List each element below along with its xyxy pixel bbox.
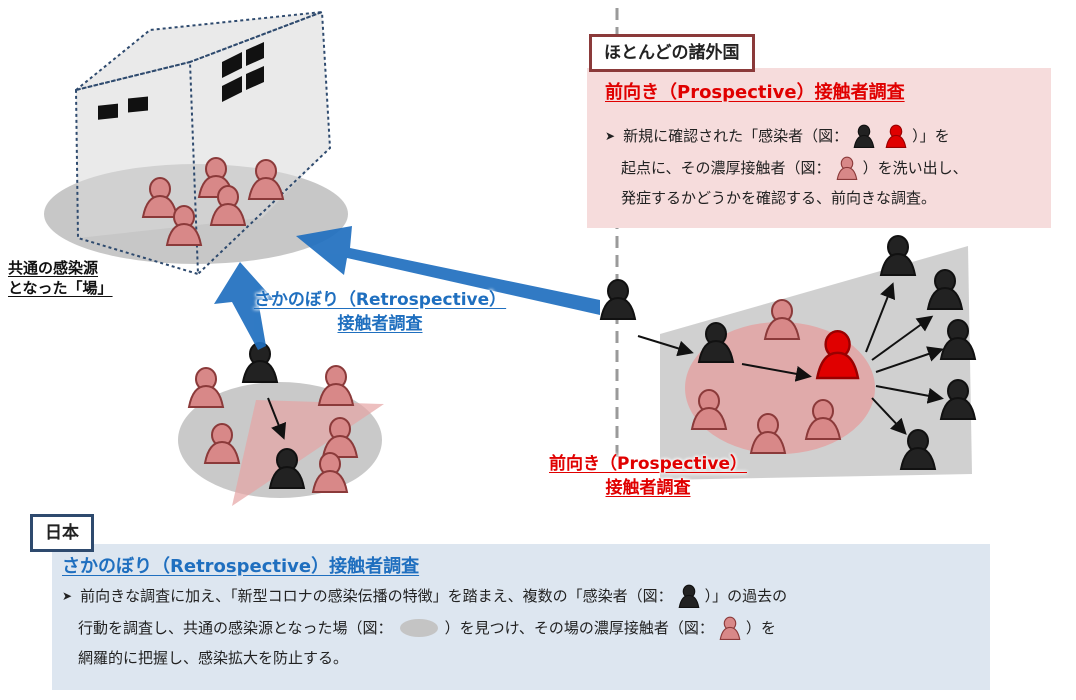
prospective-title: 前向き（Prospective）接触者調査 bbox=[605, 82, 905, 103]
japan-desc-text: 行動を調査し、共通の感染源となった場（図： bbox=[78, 619, 393, 637]
japan-desc-text: ）を bbox=[745, 619, 776, 637]
foreign-countries-tag: ほとんどの諸外国 bbox=[589, 34, 755, 72]
japan-desc-line3: 網羅的に把握し、感染拡大を防止する。 bbox=[78, 648, 348, 668]
foreign-desc-text: 発症するかどうかを確認する、前向きな調査。 bbox=[621, 189, 937, 207]
source-label-line1: 共通の感染源 bbox=[8, 259, 99, 277]
foreign-desc-text: ）を洗い出し、 bbox=[862, 159, 968, 177]
foreign-countries-panel: 前向き（Prospective）接触者調査 ➤ 新規に確認された「感染者（図： … bbox=[587, 68, 1051, 228]
retrospective-label-line2: 接触者調査 bbox=[337, 314, 423, 334]
bullet-arrow-icon: ➤ bbox=[62, 589, 73, 603]
person-black-icon bbox=[853, 124, 875, 148]
japan-desc-text: 前向きな調査に加え、「新型コロナの感染伝播の特徴」を踏まえ、複数の「感染者（図： bbox=[80, 587, 673, 605]
foreign-desc-text: 新規に確認された「感染者（図： bbox=[623, 127, 849, 145]
japan-desc-line2: 行動を調査し、共通の感染源となった場（図： ）を見つけ、その場の濃厚接触者（図：… bbox=[78, 616, 776, 640]
japan-desc-text: 網羅的に把握し、感染拡大を防止する。 bbox=[78, 649, 349, 667]
source-label: 共通の感染源 となった「場」 bbox=[8, 258, 144, 298]
retrospective-label: さかのぼり（Retrospective） 接触者調査 bbox=[210, 288, 550, 336]
foreign-desc-text: ）」を bbox=[912, 127, 950, 145]
bullet-arrow-icon: ➤ bbox=[605, 129, 616, 143]
japan-panel: さかのぼり（Retrospective）接触者調査 ➤ 前向きな調査に加え、「新… bbox=[52, 544, 990, 690]
prospective-label-line2: 接触者調査 bbox=[605, 478, 691, 498]
foreign-desc-line3: 発症するかどうかを確認する、前向きな調査。 bbox=[621, 188, 936, 208]
retrospective-cluster bbox=[178, 342, 384, 506]
japan-desc-text: ）を見つけ、その場の濃厚接触者（図： bbox=[444, 619, 714, 637]
person-red-icon bbox=[885, 124, 907, 148]
retrospective-arrows bbox=[214, 226, 600, 350]
prospective-cluster bbox=[600, 235, 976, 480]
gray-ellipse-icon bbox=[399, 619, 438, 637]
source-label-line2: となった「場」 bbox=[8, 279, 113, 297]
retrospective-title: さかのぼり（Retrospective）接触者調査 bbox=[62, 556, 420, 577]
retrospective-label-line1: さかのぼり（Retrospective） bbox=[253, 290, 507, 310]
foreign-desc-line1: ➤ 新規に確認された「感染者（図： ）」を bbox=[605, 124, 950, 148]
person-black-icon bbox=[678, 584, 699, 608]
japan-desc-text: ）」の過去の bbox=[704, 587, 788, 605]
person-pink-icon bbox=[836, 156, 857, 180]
person-pink-icon bbox=[719, 616, 741, 640]
foreign-desc-text: 起点に、その濃厚接触者（図： bbox=[621, 159, 831, 177]
prospective-label-line1: 前向き（Prospective） bbox=[549, 454, 747, 474]
japan-desc-line1: ➤ 前向きな調査に加え、「新型コロナの感染伝播の特徴」を踏まえ、複数の「感染者（… bbox=[62, 584, 787, 608]
japan-tag: 日本 bbox=[30, 514, 94, 552]
foreign-desc-line2: 起点に、その濃厚接触者（図： ）を洗い出し、 bbox=[621, 156, 968, 180]
building-illustration bbox=[44, 10, 348, 276]
prospective-label: 前向き（Prospective） 接触者調査 bbox=[498, 452, 798, 500]
